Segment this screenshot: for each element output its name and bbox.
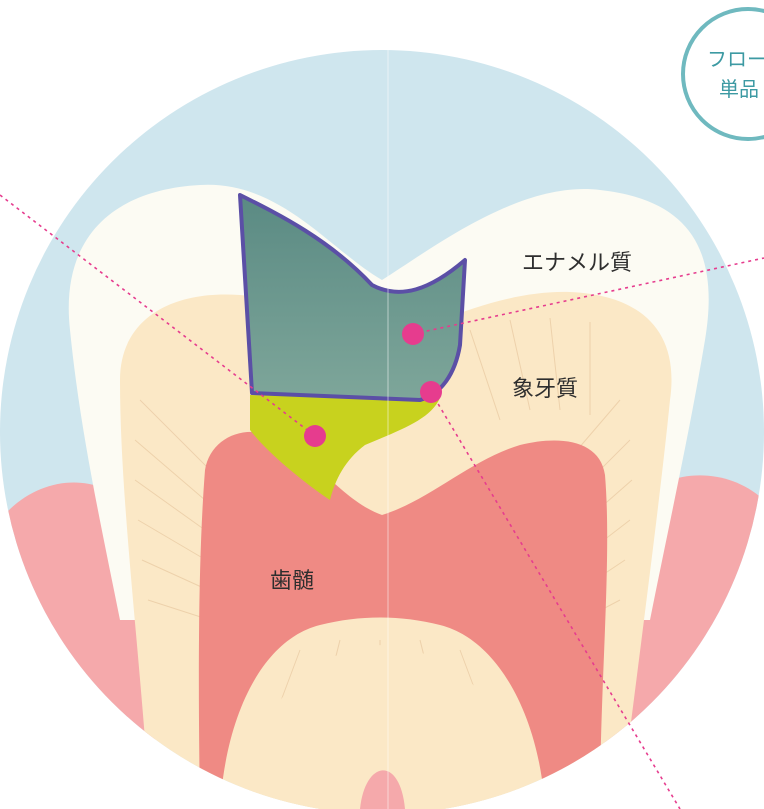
label-pulp: 歯髄 xyxy=(270,569,314,594)
category-badge: フロー 単品 xyxy=(681,7,764,141)
pulp-chamber xyxy=(198,431,608,809)
label-dentin: 象牙質 xyxy=(512,377,578,402)
diagram-circle xyxy=(0,50,764,809)
pointer-dot-liner xyxy=(304,425,326,447)
pointer-lines xyxy=(0,194,764,809)
root-dentin xyxy=(240,645,530,809)
badge-line1: フロー xyxy=(707,47,764,71)
pointer-dot-margin xyxy=(420,381,442,403)
badge-line2: 単品 xyxy=(719,77,759,101)
root-canal xyxy=(360,770,405,809)
pointer-dot-filling xyxy=(402,323,424,345)
liner-layer xyxy=(250,395,440,500)
badge-ring xyxy=(681,7,764,141)
filling-material xyxy=(238,193,467,402)
pointer-line-liner xyxy=(0,194,316,437)
label-enamel: エナメル質 xyxy=(522,251,632,276)
